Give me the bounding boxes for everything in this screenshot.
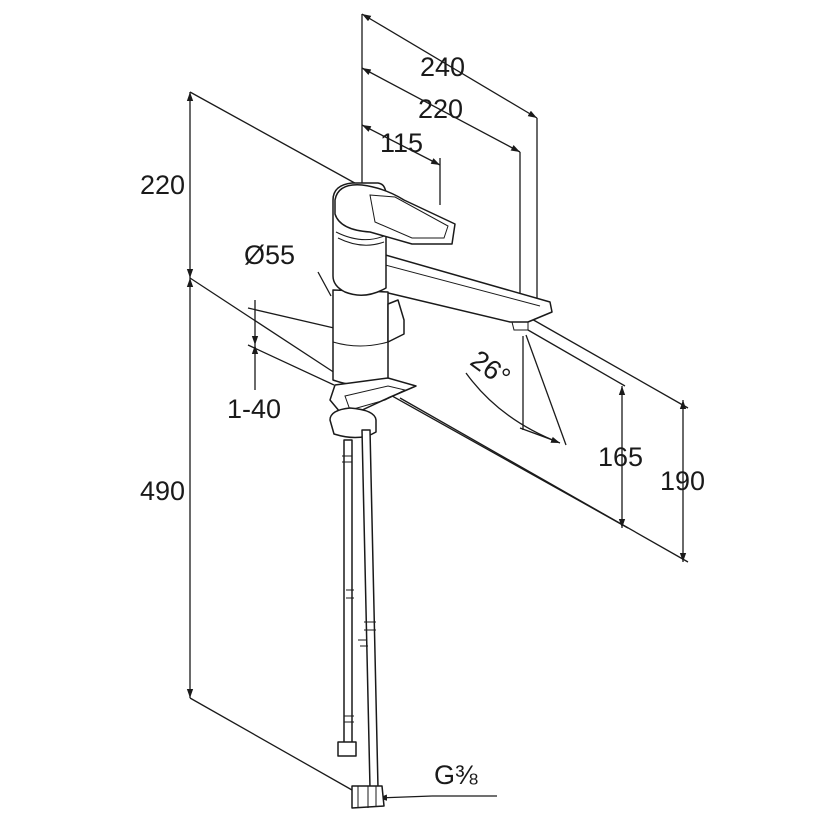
faucet <box>329 182 553 809</box>
label-190: 190 <box>660 466 705 496</box>
label-240: 240 <box>420 52 465 82</box>
fitting-left <box>337 741 357 757</box>
label-diameter: Ø55 <box>244 240 295 270</box>
dimension-labels: 240 220 115 220 Ø55 1-40 490 26° 165 190… <box>140 52 705 790</box>
body-lower <box>332 289 389 386</box>
side-handle <box>387 299 405 343</box>
label-1-40: 1-40 <box>227 394 281 424</box>
lever <box>334 184 456 245</box>
left-dimensions <box>186 92 259 698</box>
label-220-height: 220 <box>140 170 185 200</box>
label-connection: G⅜ <box>434 760 478 790</box>
extension-lines <box>189 14 689 791</box>
top-dimensions <box>361 13 538 166</box>
label-490: 490 <box>140 476 185 506</box>
leader-lines <box>317 271 497 801</box>
label-165: 165 <box>598 442 643 472</box>
hose-left <box>343 439 353 745</box>
right-dimensions <box>465 372 687 562</box>
label-angle: 26° <box>465 344 516 392</box>
label-115: 115 <box>380 128 423 158</box>
label-220-reach: 220 <box>418 94 463 124</box>
hose-right <box>361 429 379 789</box>
